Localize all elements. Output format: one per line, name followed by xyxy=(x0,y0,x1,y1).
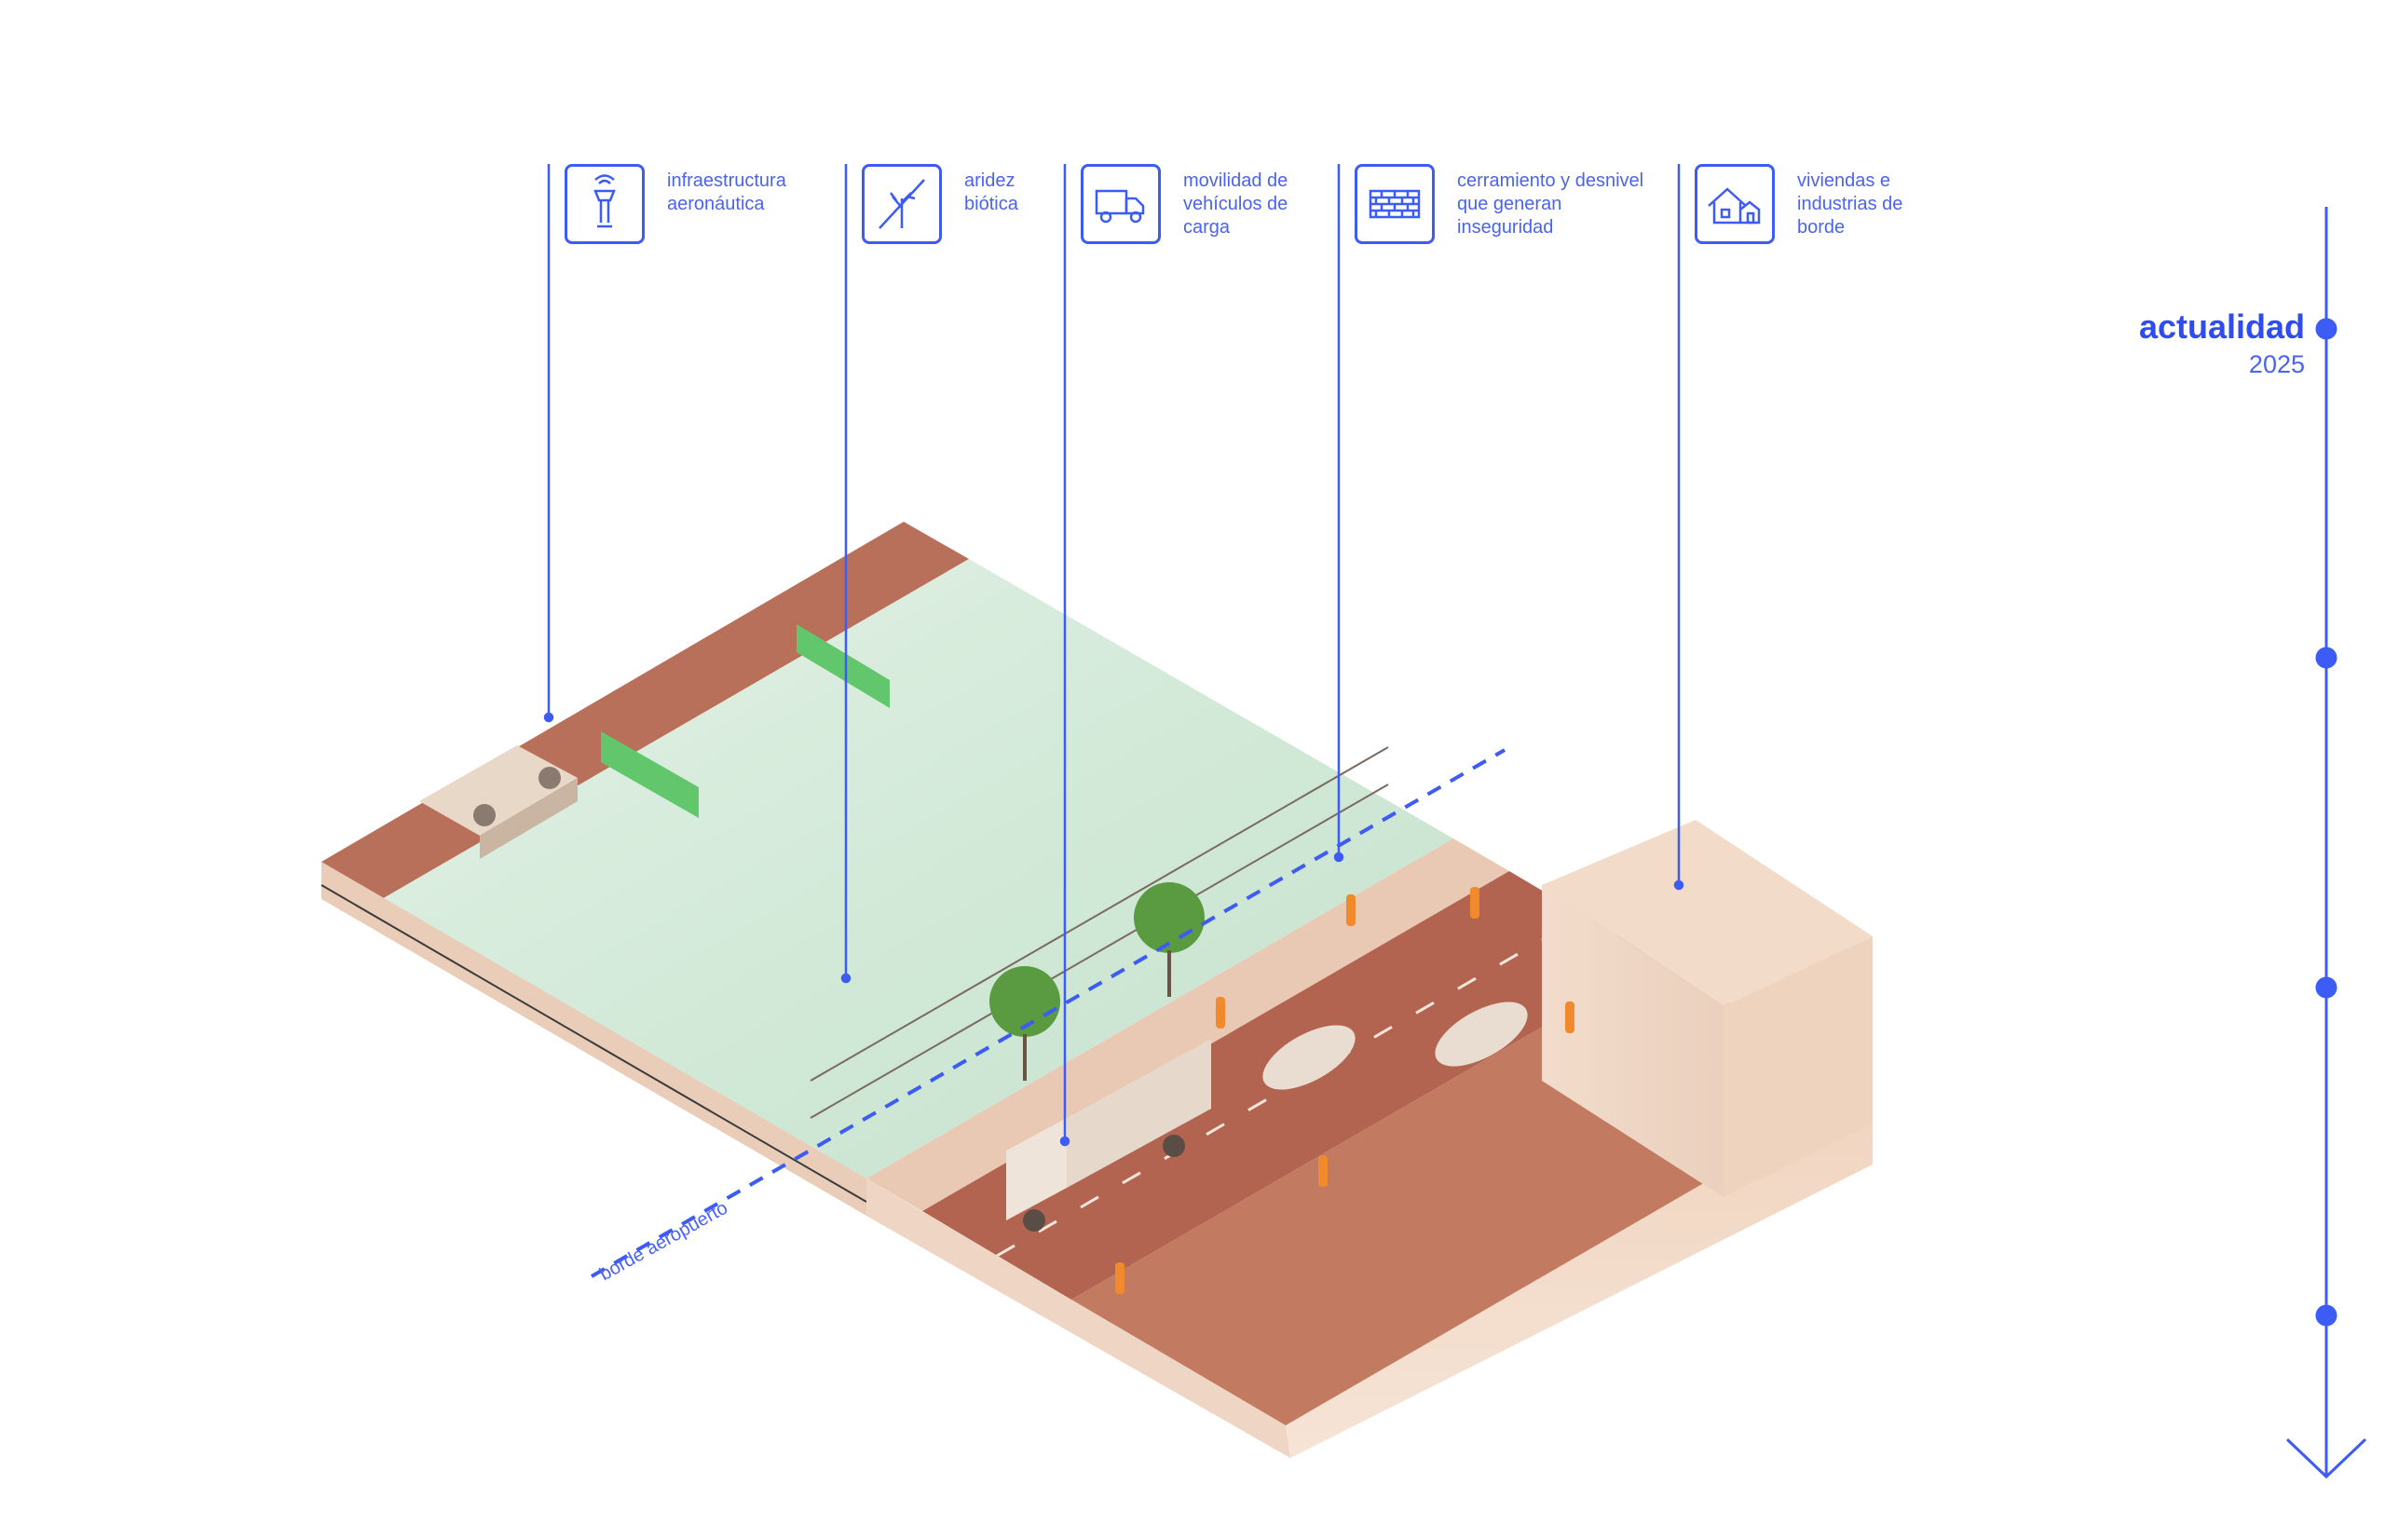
legend-text: cerramiento y desnivel que generan inseg… xyxy=(1457,170,1644,238)
dead-tree-icon xyxy=(862,164,942,244)
legend-text: movilidad de vehículos de carga xyxy=(1183,170,1288,238)
legend-cerramiento: cerramiento y desnivel que generan inseg… xyxy=(1355,164,1643,250)
houses-icon xyxy=(1695,164,1775,244)
timeline-year: 2025 xyxy=(2248,350,2305,378)
brick-wall-icon xyxy=(1355,164,1435,244)
legend-aridez: aridez biótica xyxy=(862,164,1018,250)
timeline-marker-current xyxy=(2315,318,2337,340)
legend-viviendas: viviendas e industrias de borde xyxy=(1695,164,1902,250)
platform-left-face xyxy=(321,862,866,1216)
sidewalk xyxy=(866,838,1509,1211)
timeline-title: actualidad xyxy=(2138,307,2305,346)
timeline-marker xyxy=(2315,1304,2337,1327)
platform-stratum-line xyxy=(320,884,867,1203)
legend-text: aridez biótica xyxy=(964,170,1018,214)
control-tower-icon xyxy=(565,164,645,244)
legend-text: viviendas e industrias de borde xyxy=(1797,170,1903,238)
aircraft-tug xyxy=(419,745,578,859)
trees xyxy=(989,882,1205,1081)
legend-text: infraestructura aeronáutica xyxy=(667,170,786,214)
leader-lines xyxy=(543,164,1684,1147)
car-1 xyxy=(1262,1025,1356,1090)
timeline xyxy=(2285,207,2367,1479)
green-sign-far xyxy=(797,624,890,708)
security-fence xyxy=(810,746,1389,1119)
border-wall-front xyxy=(1724,936,1873,1197)
workers xyxy=(1115,887,1574,1294)
border-wall-top xyxy=(1542,820,1873,1006)
timeline-marker xyxy=(2315,976,2337,999)
truck-icon xyxy=(1081,164,1161,244)
airport-grass xyxy=(382,559,1453,1179)
airport-edge-dashed-line xyxy=(591,748,1506,1278)
timeline-marker xyxy=(2315,647,2337,669)
border-wall-left xyxy=(1542,885,1724,1197)
cargo-truck xyxy=(1006,1039,1211,1232)
earth-block-left xyxy=(866,1179,1290,1458)
green-sign-near xyxy=(601,731,699,818)
legend-movilidad: movilidad de vehículos de carga xyxy=(1081,164,1288,250)
legend-infraestructura: infraestructura aeronáutica xyxy=(565,164,786,250)
car-2 xyxy=(1435,1002,1528,1067)
